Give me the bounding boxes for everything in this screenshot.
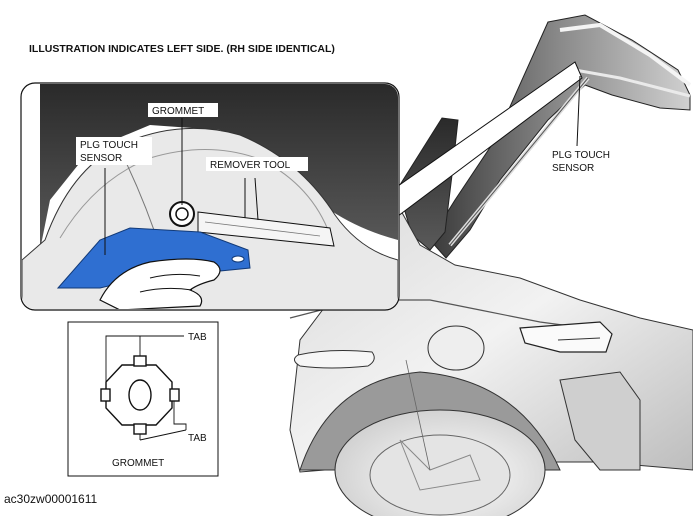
tab-bottom xyxy=(133,423,147,435)
tab-left xyxy=(100,388,111,402)
fuel-lid xyxy=(427,325,485,371)
figure-code: ac30zw00001611 xyxy=(4,492,98,506)
grommet-detail-caption: GROMMET xyxy=(112,458,164,469)
tab-label-bottom: TAB xyxy=(188,433,207,444)
tab-label-top: TAB xyxy=(188,332,207,343)
plg-sensor-car-line1: PLG TOUCH xyxy=(552,150,610,161)
plg-sensor-callout-line2: SENSOR xyxy=(80,153,122,164)
inset-detail xyxy=(20,82,400,311)
illustration-note: ILLUSTRATION INDICATES LEFT SIDE. (RH SI… xyxy=(29,43,335,55)
remover-tool xyxy=(197,211,335,247)
grommet-callout: GROMMET xyxy=(152,106,204,117)
tab-right xyxy=(169,388,180,402)
plg-sensor-car-line2: SENSOR xyxy=(552,163,594,174)
plg-sensor-callout-line1: PLG TOUCH xyxy=(80,140,138,151)
door-handle xyxy=(294,350,375,369)
tail-lamp xyxy=(519,321,613,353)
vehicle-rear xyxy=(289,14,693,516)
grommet-detail xyxy=(67,321,219,477)
tab-top xyxy=(133,355,147,367)
hand xyxy=(99,258,221,309)
remover-tool-callout: REMOVER TOOL xyxy=(210,160,291,171)
